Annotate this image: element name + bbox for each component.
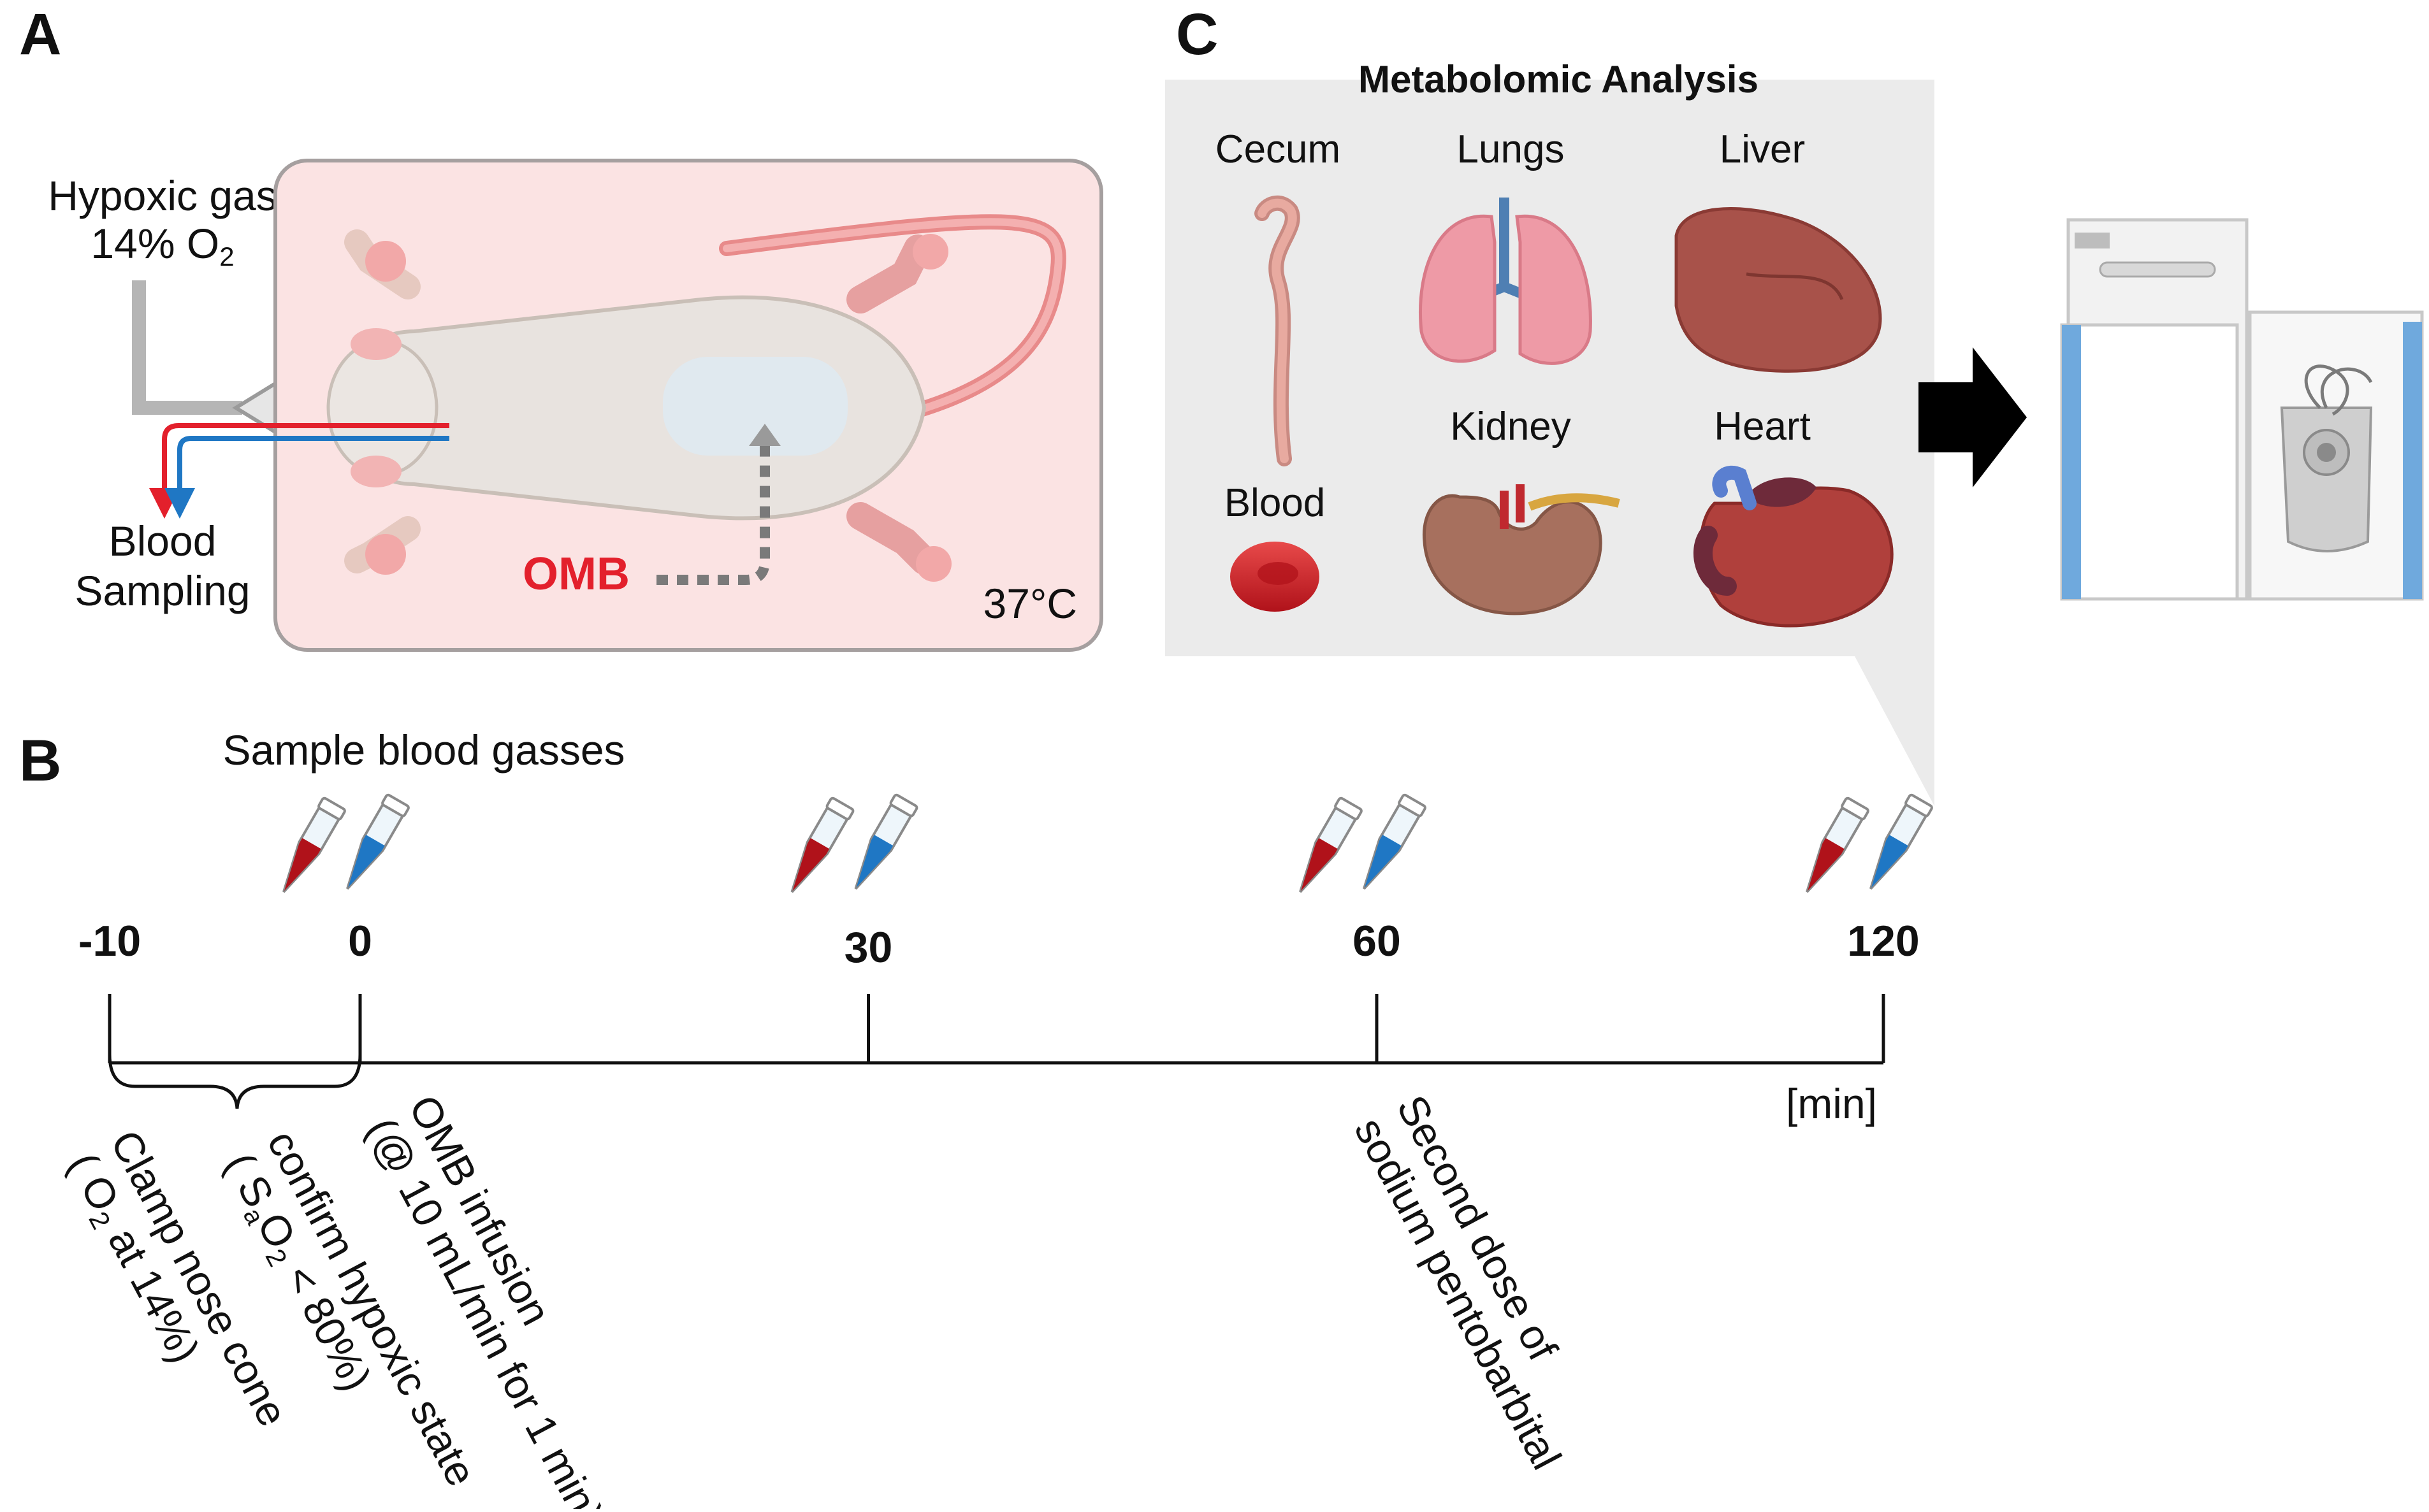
- heart-icon: [1693, 465, 1894, 628]
- kidney-icon: [1422, 484, 1620, 616]
- sample-tube-icon: [1299, 796, 1363, 893]
- temperature-label: 37°C: [983, 580, 1077, 627]
- zoom-callout: [1855, 656, 1934, 806]
- lungs-icon: [1419, 198, 1592, 365]
- annotation-pentobarbital: Second dose of sodium pentobarbital: [1345, 1088, 1570, 1477]
- blood-label: Blood: [109, 517, 217, 565]
- sample-tube-icon: [1363, 793, 1426, 890]
- time-unit-label: [min]: [1786, 1080, 1877, 1127]
- cecum-icon: [1254, 195, 1300, 466]
- timeline-tick-label: -10: [78, 917, 141, 965]
- arterial-line: [149, 423, 449, 519]
- sample-tubes: [282, 793, 1933, 893]
- liver-icon: [1674, 207, 1882, 373]
- sample-tube-icon: [854, 793, 918, 890]
- organ-label-heart: Heart: [1714, 405, 1811, 449]
- organ-label-lungs: Lungs: [1457, 127, 1565, 171]
- timeline-tick-label: 0: [348, 917, 372, 965]
- rat-illustration: [326, 214, 1066, 582]
- panel-label-a: A: [19, 2, 61, 67]
- venous-line: [164, 436, 449, 519]
- hypoxia-brace: [108, 1054, 362, 1109]
- annotation-omb-infusion: OMB infusion (@ 10 mL/min for 1 min): [358, 1088, 613, 1512]
- hypoxic-gas-label: Hypoxic gas: [48, 172, 277, 219]
- arrow-to-ms-icon: [1918, 347, 2027, 487]
- sample-tube-icon: [346, 793, 410, 890]
- timeline-axis: -10 0 30 60 120: [78, 917, 1920, 1065]
- sampling-label: Sampling: [75, 567, 250, 614]
- hypoxic-gas-percent: 14% O2: [91, 220, 234, 271]
- omb-label: OMB: [523, 549, 630, 600]
- organ-label-blood: Blood: [1224, 481, 1326, 525]
- blood-cell-icon: [1230, 542, 1319, 612]
- sample-blood-gasses-label: Sample blood gasses: [222, 726, 625, 774]
- panel-label-b: B: [19, 728, 61, 793]
- mass-spectrometer-icon: [2060, 218, 2424, 601]
- panel-label-c: C: [1176, 2, 1218, 67]
- sample-tube-icon: [790, 796, 855, 893]
- timeline-tick-label: 120: [1847, 917, 1919, 965]
- timeline-tick-label: 60: [1352, 917, 1401, 965]
- metabolomics-title: Metabolomic Analysis: [1358, 58, 1758, 101]
- sample-tube-icon: [1806, 796, 1869, 893]
- omb-infusion-path: [656, 446, 770, 585]
- organ-label-liver: Liver: [1720, 127, 1805, 171]
- sample-tube-icon: [282, 796, 346, 893]
- timeline-tick-label: 30: [845, 923, 893, 972]
- sample-tube-icon: [1869, 793, 1933, 890]
- organ-label-kidney: Kidney: [1450, 405, 1571, 449]
- gas-tube: [132, 280, 242, 415]
- organ-label-cecum: Cecum: [1215, 127, 1340, 171]
